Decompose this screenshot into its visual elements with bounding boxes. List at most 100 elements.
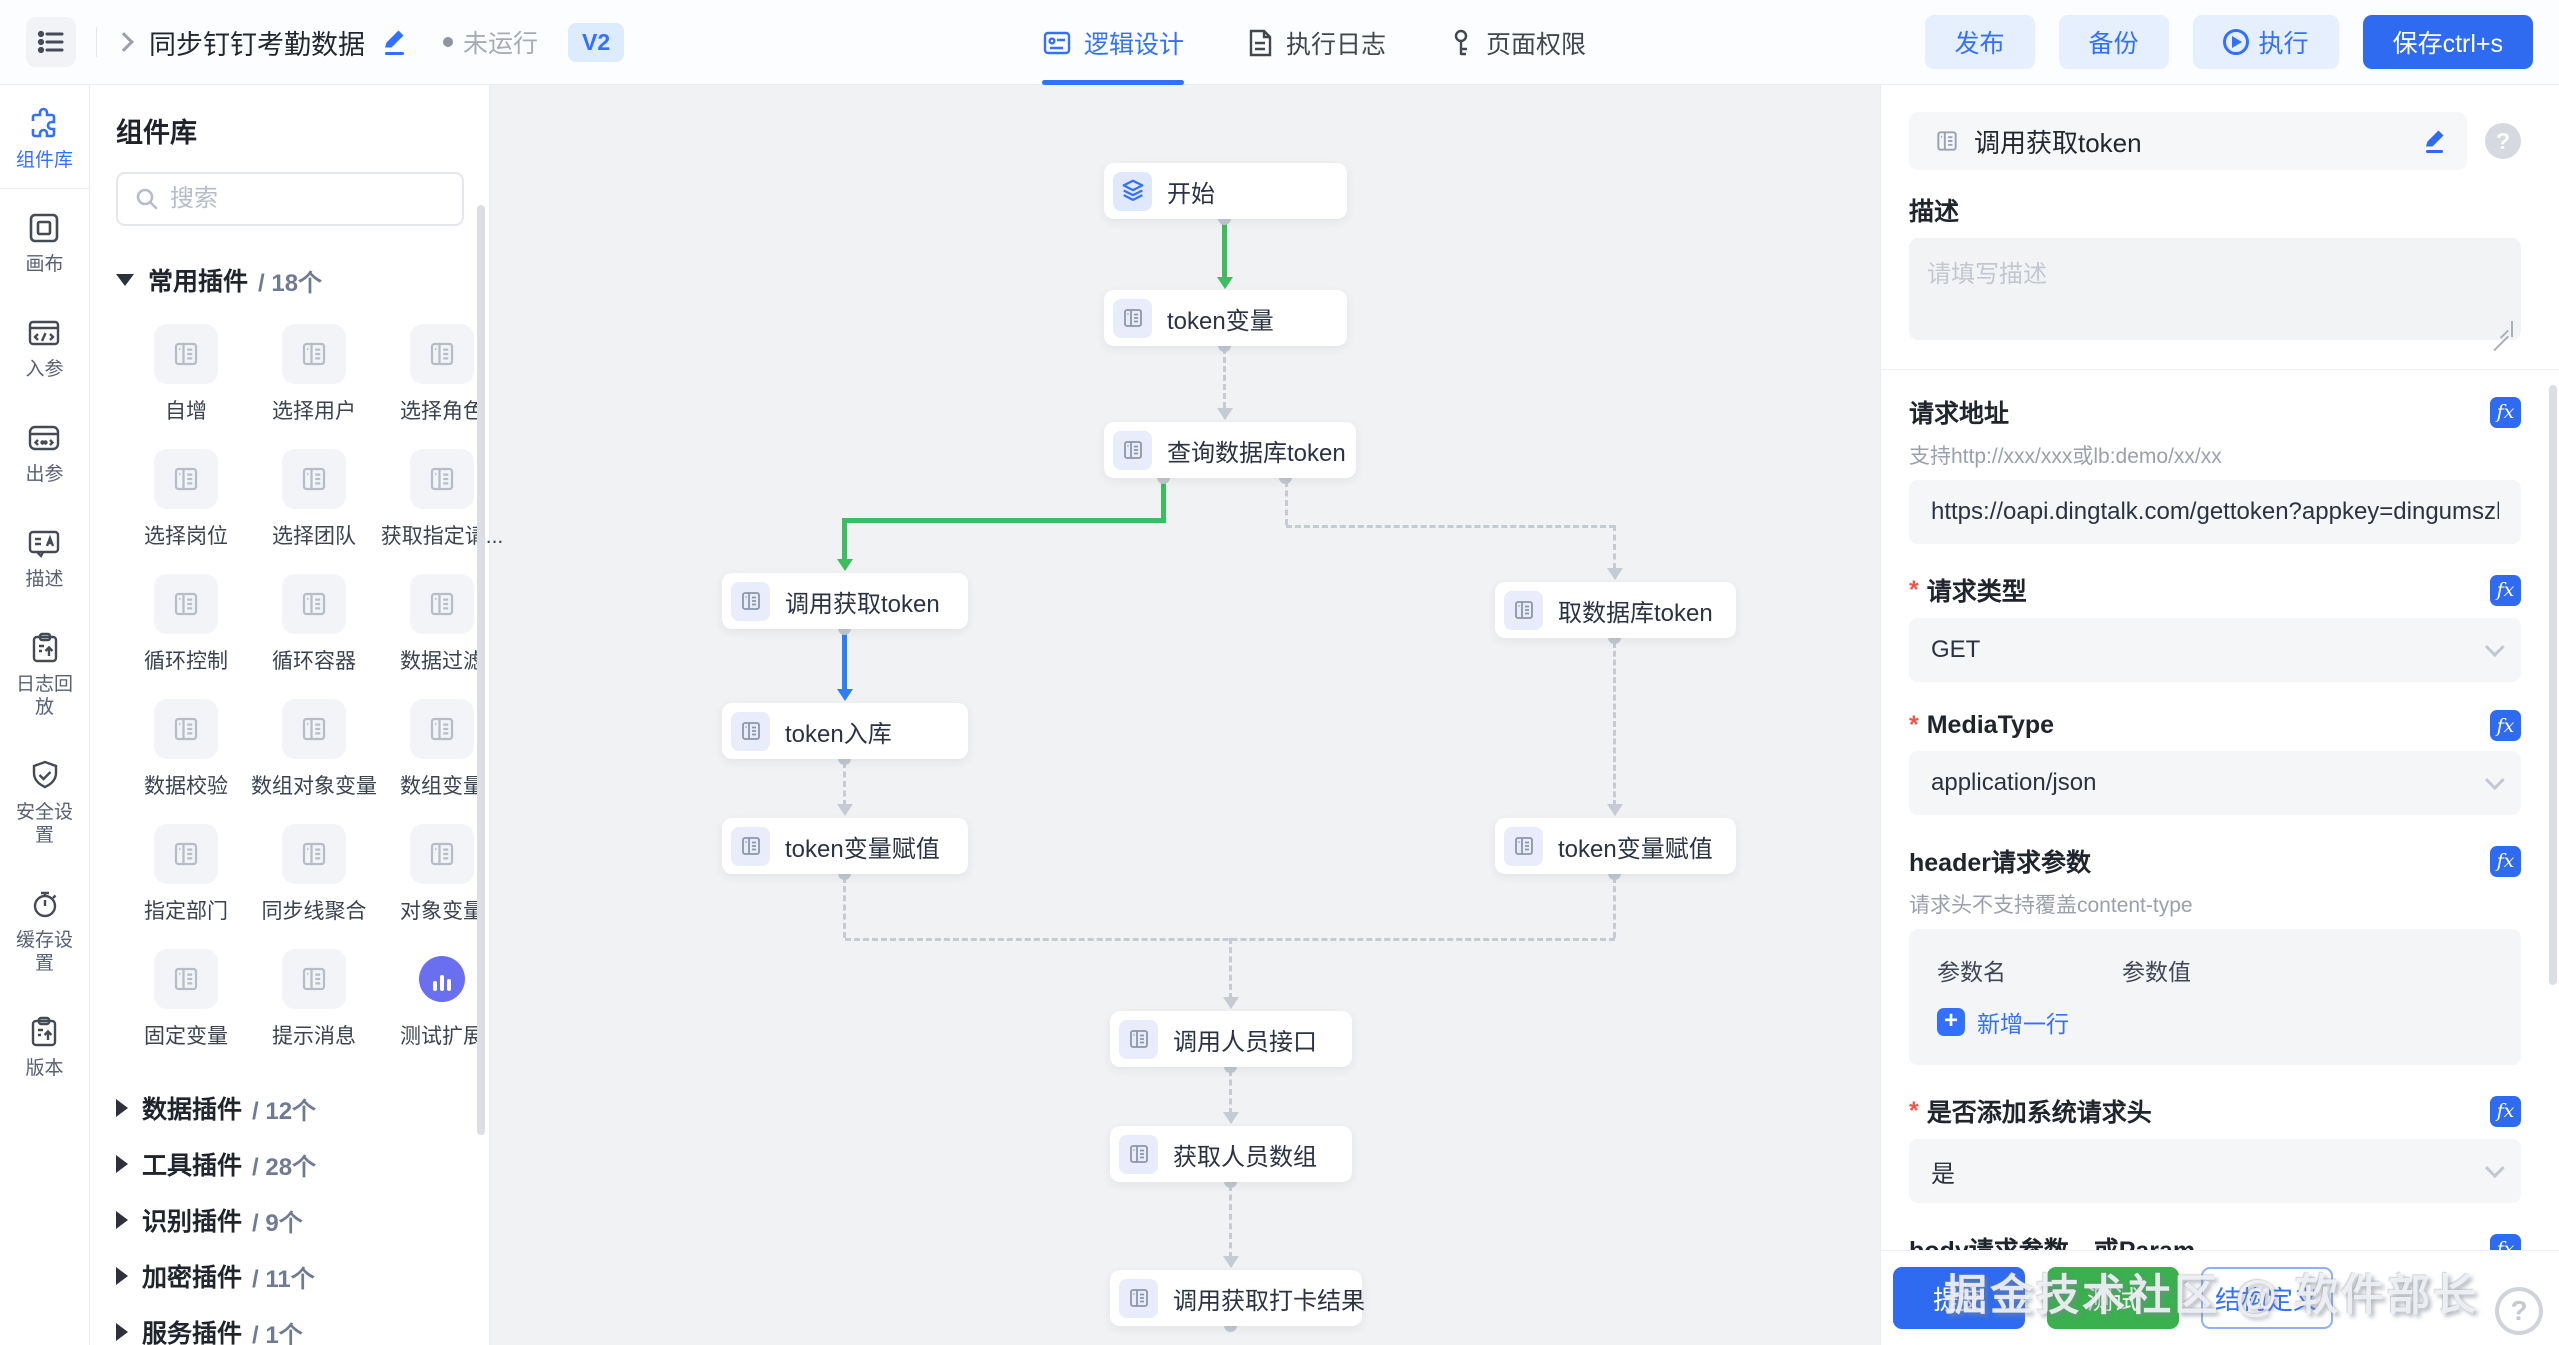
run-button[interactable]: 执行 <box>2192 15 2339 69</box>
divider <box>1881 369 2559 370</box>
plugin-tile[interactable]: 自增 <box>122 324 250 425</box>
plugin-tile[interactable]: 数据校验 <box>122 699 250 800</box>
sidebar-item-library[interactable]: 组件库 <box>16 105 73 172</box>
plugin-icon <box>1504 826 1543 866</box>
node-label: 调用获取token <box>785 590 940 618</box>
status-dot-icon <box>443 37 453 47</box>
flow-edge <box>842 518 847 560</box>
edge-arrow <box>1607 804 1623 816</box>
plugin-tile[interactable]: 对象变量 <box>378 824 506 925</box>
fx-icon[interactable]: fx <box>2490 710 2521 741</box>
plugin-tile[interactable]: 指定部门 <box>122 824 250 925</box>
sidebar-item-output-params[interactable]: 出参 <box>25 421 64 486</box>
section-common-plugins[interactable]: 常用插件 / 18个 <box>116 262 489 298</box>
sidebar-item-version[interactable]: 版本 <box>25 1015 64 1080</box>
sidebar-item-description[interactable]: 描述 <box>25 526 64 591</box>
edge-arrow <box>1217 277 1233 289</box>
plugin-tile[interactable]: 循环容器 <box>250 574 378 675</box>
section-encryption-plugins[interactable]: 加密插件/ 11个 <box>116 1248 489 1304</box>
plugin-icon <box>731 711 770 751</box>
tab-logic-design[interactable]: 逻辑设计 <box>1042 0 1185 85</box>
flow-node[interactable]: 获取人员数组 <box>1110 1126 1352 1182</box>
flow-node[interactable]: 查询数据库token <box>1104 422 1356 478</box>
rail-label: 缓存设置 <box>15 930 73 974</box>
sidebar-item-canvas[interactable]: 画布 <box>25 211 64 276</box>
plugin-tile[interactable]: 获取指定请... <box>378 449 506 550</box>
plugin-tile[interactable]: 循环控制 <box>122 574 250 675</box>
header-params-hint: 请求头不支持覆盖content-type <box>1909 894 2193 917</box>
tab-exec-log[interactable]: 执行日志 <box>1246 0 1386 85</box>
node-label: token入库 <box>785 720 892 748</box>
resize-grip-icon[interactable] <box>2497 321 2513 337</box>
flow-edge <box>1613 877 1616 938</box>
flow-node[interactable]: 调用获取打卡结果 <box>1110 1270 1365 1326</box>
flow-node[interactable]: token变量赋值 <box>1495 818 1736 874</box>
version-icon <box>32 1016 57 1047</box>
breadcrumb-chevron-icon[interactable] <box>114 32 134 52</box>
edit-node-title-icon[interactable] <box>2419 126 2449 156</box>
plugin-tile[interactable]: 数组对象变量 <box>250 699 378 800</box>
section-data-plugins[interactable]: 数据插件/ 12个 <box>116 1080 489 1136</box>
plugin-tile[interactable]: 选择角色 <box>378 324 506 425</box>
plugin-tile[interactable]: 数据过滤 <box>378 574 506 675</box>
node-inspector-panel: 调用获取token ? 描述 请求地址 fx 支持http://xxx/xxx或… <box>1880 85 2559 1345</box>
inspector-scrollbar[interactable] <box>2549 385 2557 985</box>
sidebar-item-security-settings[interactable]: 安全设置 <box>14 759 76 847</box>
sidebar-item-log-replay[interactable]: 日志回放 <box>14 631 76 719</box>
structure-button[interactable]: 结构定义 <box>2201 1267 2333 1329</box>
section-tool-plugins[interactable]: 工具插件/ 28个 <box>116 1136 489 1192</box>
plugin-tile[interactable]: 数组变量 <box>378 699 506 800</box>
sidebar-item-cache-settings[interactable]: 缓存设置 <box>14 887 76 975</box>
flow-node[interactable]: token入库 <box>722 703 968 759</box>
flow-canvas[interactable]: 开始 token变量 查询数据库token 调用获取token token入库 … <box>490 85 1880 1345</box>
topbar-actions: 发布 备份 执行 保存ctrl+s <box>1924 15 2533 69</box>
flow-node[interactable]: 取数据库token <box>1495 582 1736 638</box>
add-row-label: 新增一行 <box>1977 1011 2069 1037</box>
plugin-tile[interactable]: 提示消息 <box>250 949 378 1050</box>
publish-button[interactable]: 发布 <box>1924 15 2035 69</box>
section-service-plugins[interactable]: 服务插件/ 1个 <box>116 1304 489 1345</box>
description-textarea[interactable] <box>1909 238 2521 340</box>
edge-arrow <box>1217 408 1233 420</box>
search-input[interactable] <box>170 185 440 213</box>
backup-button[interactable]: 备份 <box>2058 15 2169 69</box>
plugin-tile[interactable]: 选择岗位 <box>122 449 250 550</box>
sysheader-select[interactable]: 是 <box>1909 1139 2521 1203</box>
section-recognition-plugins[interactable]: 识别插件/ 9个 <box>116 1192 489 1248</box>
method-select[interactable]: GET <box>1909 618 2521 682</box>
library-scrollbar[interactable] <box>477 205 485 1135</box>
test-button[interactable]: 测试 <box>2047 1267 2179 1329</box>
help-icon[interactable]: ? <box>2485 123 2521 159</box>
fx-icon[interactable]: fx <box>2490 396 2521 428</box>
fx-icon[interactable]: fx <box>2490 845 2521 877</box>
url-input[interactable] <box>1909 480 2521 544</box>
plugin-tile-test-extension[interactable]: 测试扩展 <box>378 949 506 1050</box>
flow-edge <box>1229 1185 1232 1258</box>
flow-node[interactable]: 调用人员接口 <box>1110 1011 1352 1067</box>
sidebar-item-input-params[interactable]: 入参 <box>25 316 64 381</box>
plugin-tile[interactable]: 选择团队 <box>250 449 378 550</box>
flow-node-start[interactable]: 开始 <box>1104 163 1347 219</box>
stopwatch-icon <box>33 891 56 918</box>
fx-icon[interactable]: fx <box>2490 574 2521 606</box>
mediatype-select[interactable]: application/json <box>1909 751 2521 815</box>
add-row-button[interactable]: + 新增一行 <box>1937 1005 2493 1039</box>
plugin-tile[interactable]: 同步线聚合 <box>250 824 378 925</box>
flow-edge <box>1285 481 1288 525</box>
edge-arrow <box>1607 568 1623 580</box>
flow-node-selected[interactable]: 调用获取token <box>722 573 968 629</box>
tab-page-permission[interactable]: 页面权限 <box>1448 0 1586 85</box>
save-button[interactable]: 保存ctrl+s <box>2362 15 2533 69</box>
menu-icon[interactable] <box>26 17 76 67</box>
plugin-icon <box>1119 1019 1158 1059</box>
submit-button[interactable]: 提交 <box>1893 1267 2025 1329</box>
plugin-tile[interactable]: 选择用户 <box>250 324 378 425</box>
search-box[interactable] <box>116 172 464 226</box>
caret-right-icon <box>116 1099 128 1117</box>
edit-title-icon[interactable] <box>379 27 409 57</box>
flow-node[interactable]: token变量赋值 <box>722 818 968 874</box>
flow-node[interactable]: token变量 <box>1104 290 1347 346</box>
flow-edge <box>843 877 846 938</box>
fx-icon[interactable]: fx <box>2490 1095 2521 1127</box>
plugin-tile[interactable]: 固定变量 <box>122 949 250 1050</box>
